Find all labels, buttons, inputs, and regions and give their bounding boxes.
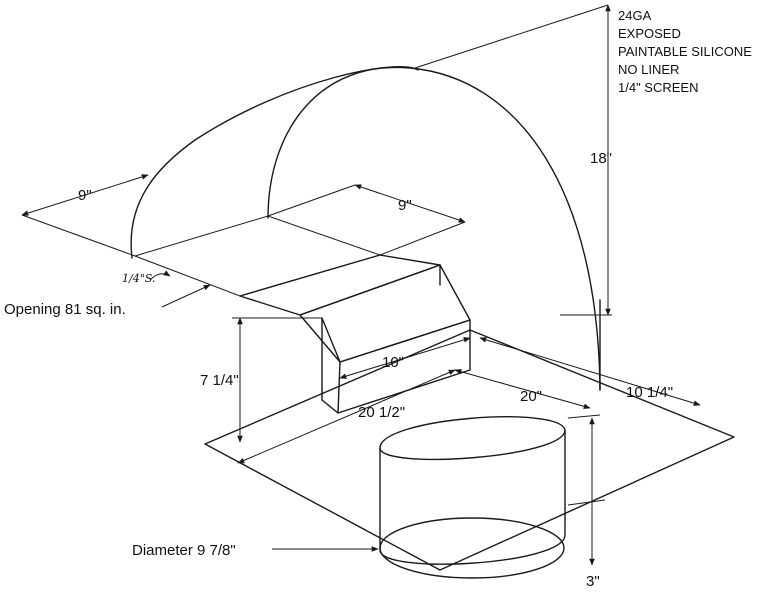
hood-top-plate	[239, 254, 441, 316]
label-neck-height: 7 1/4"	[200, 372, 239, 389]
label-opening: Opening 81 sq. in.	[4, 301, 126, 318]
label-flange-length: 20"	[520, 388, 542, 405]
label-flange-width: 20 1/2"	[358, 404, 405, 421]
label-screen-note: 1/4"S.	[122, 272, 155, 285]
spec-line-4: NO LINER	[618, 62, 679, 77]
label-hood-depth: 9"	[78, 187, 92, 204]
spec-line-1: 24GA	[618, 8, 652, 23]
label-screen-width: 9"	[398, 197, 412, 214]
screen-mesh	[133, 215, 382, 297]
hood-arc-back	[267, 66, 601, 391]
label-neck-width: 10"	[382, 354, 404, 371]
spec-line-2: EXPOSED	[618, 26, 681, 41]
spec-line-3: PAINTABLE SILICONE	[618, 44, 752, 59]
collar-opening	[379, 517, 565, 579]
label-flange-depth: 10 1/4"	[626, 384, 673, 401]
collar-cylinder	[379, 416, 566, 565]
hood-arc-front	[130, 65, 419, 259]
spec-line-5: 1/4" SCREEN	[618, 80, 698, 95]
label-diameter: Diameter 9 7/8"	[132, 542, 236, 559]
label-height: 18"	[590, 150, 612, 167]
label-collar-height: 3"	[586, 573, 600, 590]
